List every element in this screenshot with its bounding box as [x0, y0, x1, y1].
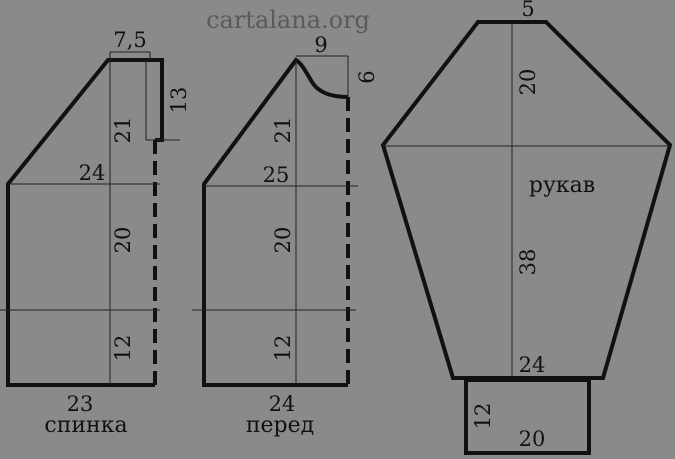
sleeve-bottom-width-label: 24 [519, 353, 546, 377]
front-piece: 9 6 21 25 20 12 24 перед [192, 33, 379, 438]
back-armhole-label: 21 [111, 117, 135, 144]
sleeve-cap-height-label: 20 [516, 69, 540, 96]
sleeve-top-width-label: 5 [521, 0, 534, 21]
sleeve-cuff-height-label: 12 [471, 403, 495, 430]
watermark-text: cartalana.org [206, 6, 370, 34]
back-hem-label: 23 [67, 392, 94, 416]
front-chest-label: 25 [263, 163, 290, 187]
front-neck-depth-label: 6 [355, 70, 379, 83]
front-rib-label: 12 [271, 335, 295, 362]
back-name-label: спинка [44, 413, 127, 438]
back-piece: 7,5 13 21 24 20 12 23 спинка [0, 28, 191, 438]
sleeve-cuff-width-label: 20 [519, 427, 546, 451]
back-chest-label: 24 [79, 161, 106, 185]
sleeve-length-label: 38 [516, 249, 540, 276]
sleeve-name-label: рукав [529, 173, 595, 198]
sleeve-cuff [464, 378, 591, 455]
front-armhole-label: 21 [271, 117, 295, 144]
sleeve-outline [380, 20, 673, 380]
back-neck-depth-label: 13 [167, 87, 191, 114]
front-name-label: перед [246, 413, 314, 438]
back-shoulder-label: 7,5 [113, 28, 146, 52]
back-rib-label: 12 [111, 335, 135, 362]
back-outline [6, 58, 164, 387]
back-body-label: 20 [111, 227, 135, 254]
sleeve-piece: 5 20 рукав 38 24 12 20 [380, 0, 673, 455]
front-neck-width-label: 9 [314, 33, 327, 57]
front-body-label: 20 [271, 227, 295, 254]
front-hem-label: 24 [269, 392, 296, 416]
